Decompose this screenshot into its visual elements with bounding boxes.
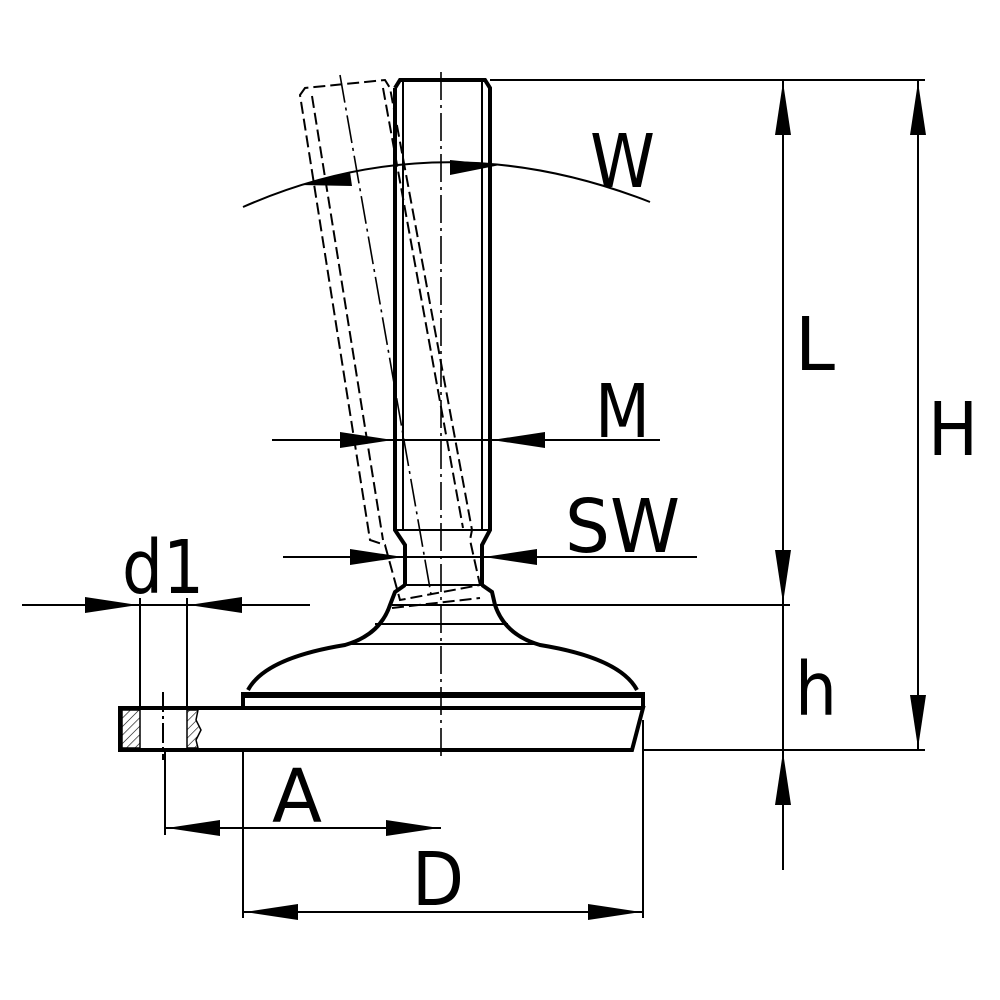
label-a: A [272,754,322,840]
dimension-h-base [775,605,791,870]
dimension-sw [283,549,697,565]
dimension-d [243,904,643,920]
dimension-m [272,432,660,448]
dimension-l [775,80,791,605]
angle-arc-w [242,161,651,208]
dimension-d1 [22,597,310,613]
label-l: L [795,302,835,388]
label-h-base: h [795,647,837,733]
dimension-a [165,820,441,836]
base-plate [118,692,646,760]
label-h-total: H [928,387,978,473]
tilted-rod-outline [298,78,482,602]
extension-lines [139,79,925,918]
label-d: D [412,837,464,923]
tilted-center-line [339,74,433,601]
arrow-icon [450,160,500,175]
foot-dome [246,583,639,692]
label-w: W [590,119,655,205]
threaded-rod [393,78,492,586]
label-sw: SW [565,484,680,570]
arrow-icon [300,172,352,186]
label-m: M [595,369,650,455]
dimension-h-total [910,80,926,750]
label-d1: d1 [122,525,204,611]
